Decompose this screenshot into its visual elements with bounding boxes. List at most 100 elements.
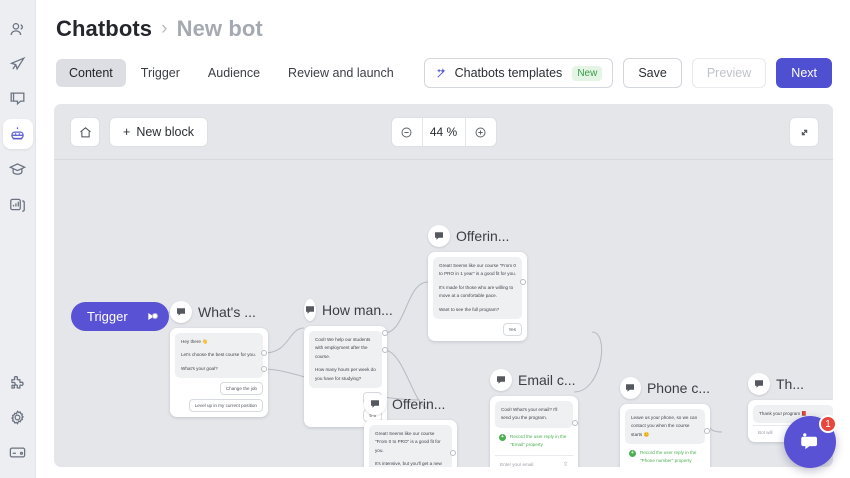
node-email-title: Email c... [518,372,576,388]
sidebar-item-chats[interactable] [3,84,33,114]
quick-reply-level-up[interactable]: Level up in my current position [188,399,263,413]
trigger-label: Trigger [87,309,128,324]
sidebar-item-integrations[interactable] [3,367,33,397]
node-thanks-header: Th... [748,372,833,396]
sidebar-item-campaigns[interactable] [3,49,33,79]
preview-button[interactable]: Preview [691,58,767,88]
fullscreen-button[interactable] [789,117,819,147]
send-icon[interactable]: ⇧ [562,461,568,467]
flow-canvas-panel: + New block 44 % [54,104,833,467]
node-offer-fast-port[interactable] [450,450,456,456]
node-hours-message-1: Cool! We help our students with employme… [315,337,371,359]
node-offer-fast-title: Offerin... [392,396,446,412]
minus-circle-icon [401,127,412,137]
node-phone-messages: Leave us your phone, so we can contact y… [625,409,705,445]
canvas-toolbar-zoom: 44 % [390,117,497,147]
chat-bubble-icon [620,377,641,399]
node-offer-slow-port[interactable] [520,279,526,285]
trigger-node[interactable]: Trigger [71,302,169,331]
left-sidebar [0,0,36,478]
reports-icon [10,198,25,212]
home-button[interactable] [70,117,100,147]
zoom-in-button[interactable] [466,118,496,146]
node-offer-slow-messages: Great! Seems like our course "From 0 to … [433,257,522,320]
sidebar-item-reports[interactable] [3,189,33,219]
node-offer-slow[interactable]: Offerin... Great! Seems like our course … [428,224,527,342]
breadcrumb-root[interactable]: Chatbots [56,16,153,41]
quick-reply-yes[interactable]: Yes [502,323,522,337]
node-goal-reply-row-1: Change the job [175,382,263,396]
node-offer-fast[interactable]: Offerin... Great! Seems like our course … [364,392,457,467]
node-phone[interactable]: Phone c... Leave us your phone, so we ca… [620,376,710,467]
zoom-out-button[interactable] [392,118,422,146]
node-goal-message-3: What's your goal? [181,365,218,371]
quick-reply-change-the-job[interactable]: Change the job [219,382,263,396]
tab-bar: Content Trigger Audience Review and laun… [56,59,407,87]
node-hours-port-2[interactable] [382,347,388,353]
chat-bubble-icon [428,225,450,247]
node-offer-fast-card: Great! Seems like our course "From 0 to … [364,420,457,467]
node-email[interactable]: Email c... Cool! What's your email? I'll… [490,368,578,467]
node-offer-fast-message-1: Great! Seems like our course "From 0 to … [375,431,441,453]
play-icon [144,310,157,323]
node-thanks-title: Th... [776,376,805,392]
node-offer-slow-reply-row: Yes [433,323,522,337]
node-goal-title: What's ... [198,304,256,320]
chatbots-templates-label: Chatbots templates [454,66,563,80]
node-email-header: Email c... [490,368,578,392]
tab-content[interactable]: Content [56,59,126,87]
node-offer-slow-header: Offerin... [428,224,527,248]
expand-arrows-icon [801,129,807,135]
node-hours-port-1[interactable] [382,330,388,336]
sidebar-item-settings[interactable] [3,402,33,432]
zoom-control: 44 % [390,117,497,147]
node-goal-port-2[interactable] [261,366,267,372]
plus-circle-icon: + [499,433,506,441]
sidebar-item-chatbots[interactable] [2,119,33,149]
node-goal[interactable]: What's ... Hey there 👋 Let's choose the … [170,300,268,418]
node-email-input-row[interactable]: Enter your email ⇧ [495,454,573,467]
node-phone-header: Phone c... [620,376,710,400]
sidebar-top-group [2,9,33,224]
save-button[interactable]: Save [623,58,682,88]
chat-bubble-icon [490,369,512,391]
node-hours-messages: Cool! We help our students with employme… [309,331,382,389]
magic-wand-icon [435,67,448,80]
node-offer-slow-message-1: Great! Seems like our course "From 0 to … [439,263,516,277]
tab-trigger[interactable]: Trigger [140,66,180,80]
node-phone-port[interactable] [704,428,710,434]
node-goal-port-1[interactable] [261,350,267,356]
node-email-property-row: + Record the user reply in the "Email" p… [495,428,573,453]
node-phone-property-note: Record the user reply in the "Phone numb… [640,450,697,464]
chat-bubble-icon [801,433,818,450]
trigger-output-port[interactable] [152,313,158,319]
new-block-button[interactable]: + New block [109,117,208,147]
chatbots-icon [11,126,24,139]
node-phone-card: Leave us your phone, so we can contact y… [620,404,710,467]
tab-review-and-launch[interactable]: Review and launch [288,66,394,80]
node-offer-fast-messages: Great! Seems like our course "From 0 to … [369,425,452,467]
node-email-input-placeholder: Enter your email [500,461,534,467]
contacts-icon [10,22,23,35]
next-button[interactable]: Next [776,58,832,88]
home-icon [79,126,91,137]
node-offer-fast-message-2: It's intensive, but you'll get a new pro… [375,461,442,467]
node-goal-message-1: Hey there 👋 [181,339,208,344]
sidebar-item-courses[interactable] [3,154,33,184]
flow-area[interactable]: Trigger What's ... Hey there 👋 Let's cho… [54,160,833,467]
sidebar-item-billing[interactable] [3,437,33,467]
sidebar-item-contacts[interactable] [3,14,33,44]
chat-widget-button[interactable]: 1 [784,415,837,468]
breadcrumb-separator: › [161,18,168,39]
credit-card-icon [9,447,26,457]
node-email-property-note: Record the user reply in the "Email" pro… [510,433,567,447]
tab-audience[interactable]: Audience [207,66,261,80]
canvas-toolbar: + New block 44 % [54,104,833,160]
breadcrumb-current: New bot [176,16,263,41]
node-goal-messages: Hey there 👋 Let's choose the best course… [175,333,263,379]
chat-badge-count: 1 [819,415,837,433]
header-actions: Chatbots templates New Save Preview Next [423,58,832,88]
plus-circle-icon: + [629,450,636,458]
chatbots-templates-button[interactable]: Chatbots templates New [423,58,614,88]
node-email-port[interactable] [572,420,578,426]
